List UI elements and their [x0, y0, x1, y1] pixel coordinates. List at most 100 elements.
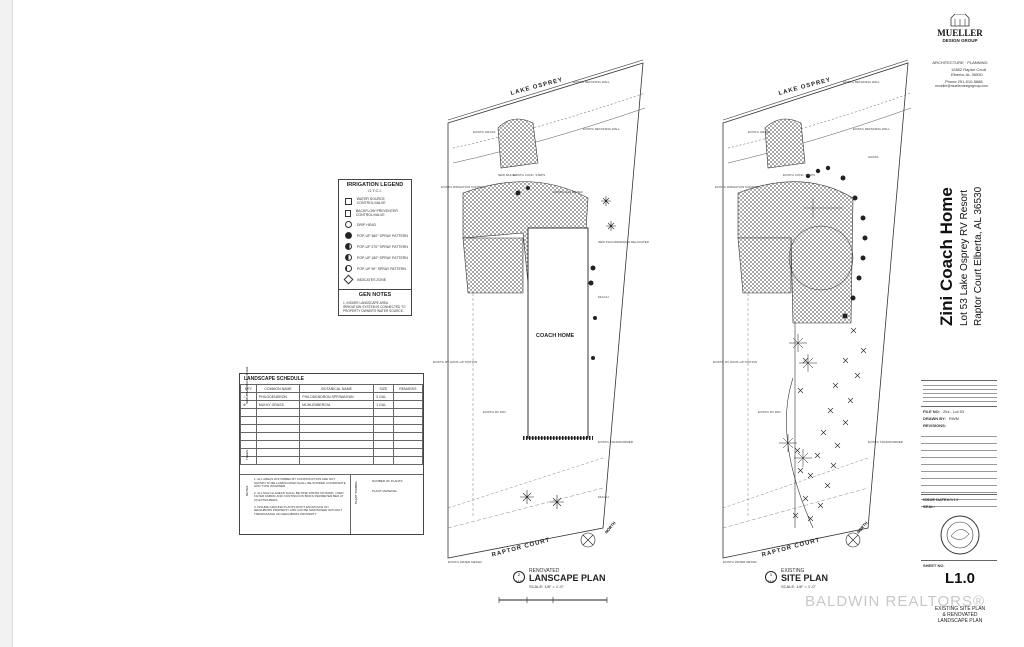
firm-tagline: ARCHITECTURE · PLANNING [932, 60, 988, 65]
divider [921, 406, 997, 407]
sheet-description: EXISTING SITE PLAN & RENOVATED LANDSCAPE… [921, 606, 999, 624]
circle-icon [345, 221, 352, 228]
firm-phone: Phone 251-510-5688 [945, 79, 983, 84]
file-no-value: Zini - Lot 53 [943, 409, 965, 414]
disclaimer-text [923, 383, 997, 402]
legend-row: POP-UP 270° SPRAY PATTERN [345, 243, 411, 250]
sheet-desc-2: & RENOVATED [942, 612, 978, 618]
legend-row: POP-UP 360° SPRAY PATTERN [345, 232, 411, 239]
sheet-no-label: SHEET NO. [923, 563, 945, 568]
firm-address-1: 12852 Raptor Court [951, 67, 987, 72]
left-plan-heading-1: RENOVATED [529, 568, 560, 574]
right-plan-heading-2: SITE PLAN [781, 573, 829, 583]
schedule-note: 2. ALL MULCH AREAS SHALL BE PINE STRAW O… [254, 490, 344, 502]
svg-text:EXISTG WATER METER: EXISTG WATER METER [723, 560, 758, 564]
revision-lines [921, 430, 997, 507]
schedule-header: COMMON NAME [255, 384, 301, 393]
issue-date-label: ISSUE DATE: [923, 497, 949, 502]
drawn-by-label: DRAWN BY: [923, 416, 946, 421]
irrigation-legend-title: IRRIGATION LEGEND [346, 182, 404, 188]
firm-address-2: Elberta, AL 36530 [951, 72, 983, 77]
firm-name-line-2: DESIGN GROUP [942, 38, 978, 43]
svg-text:EXISTG RETAINING WALL: EXISTG RETAINING WALL [573, 80, 610, 84]
architect-seal-icon [940, 515, 980, 555]
svg-text:EXISTG WATER METER: EXISTG WATER METER [448, 560, 483, 564]
divider [921, 380, 997, 381]
svg-text:EXISTG GRASS: EXISTG GRASS [748, 130, 770, 134]
seal-label: SEAL: [923, 504, 935, 509]
file-no-label: FILE NO: [923, 409, 941, 414]
sheet-number: L1.0 [944, 570, 975, 587]
left-plan-heading-2: LANSCAPE PLAN [529, 573, 606, 583]
svg-text:NEW MULCH: NEW MULCH [498, 173, 517, 177]
spray-270-icon [345, 243, 352, 250]
coach-home-label: COACH HOME [536, 333, 575, 339]
svg-text:EXISTG CONC. STEPS: EXISTG CONC. STEPS [513, 173, 545, 177]
gen-notes-title: GEN NOTES [339, 289, 411, 298]
existing-site-plan-drawing: EXISTG RETAINING WALL EXISTG RETAINING W… [713, 59, 912, 564]
notes-side-label: NOTES [245, 485, 249, 496]
left-plan-scale: SCALE: 1/8" = 1'-0" [529, 584, 564, 589]
shrubs-side-label: SHRUBS/GROUNDCOVER [245, 366, 249, 404]
square-icon [345, 197, 352, 205]
schedule-notes: 1. ALL AREAS DISTURBED BY CONSTRUCTION A… [254, 477, 346, 516]
drawing-sheet: EXISTG RETAINING WALL EXISTG RETAINING W… [12, 0, 1024, 647]
svg-text:EXISTG TRANSFORMER: EXISTG TRANSFORMER [868, 440, 904, 444]
svg-text:EXISTG TRANSFORMER: EXISTG TRANSFORMER [598, 440, 634, 444]
svg-text:EXISTG RV PAD: EXISTG RV PAD [483, 410, 507, 414]
plant-material-note: PLANT MATERIAL [372, 489, 398, 493]
svg-text:EXISTG RETAINING WALL: EXISTG RETAINING WALL [583, 127, 620, 131]
irrigation-legend: IRRIGATION LEGEND O.T.C.I. WATER SOURCE … [338, 179, 412, 316]
project-line-1: Lot 53 Lake Osprey RV Resort [959, 190, 970, 326]
notes-divider [240, 474, 423, 475]
revisions-label: REVISIONS: [923, 423, 947, 428]
svg-text:NEW PHILODENDRON RELOCATED: NEW PHILODENDRON RELOCATED [598, 240, 650, 244]
svg-text:EXISTG IRRIGATION CONTROL: EXISTG IRRIGATION CONTROL [715, 185, 760, 189]
legend-row: DRIP HEAD [345, 221, 411, 228]
svg-text:MULCH: MULCH [598, 495, 609, 499]
landscape-schedule-title: LANDSCAPE SCHEDULE [244, 376, 305, 382]
right-plan-scale: SCALE: 1/8" = 1'-0" [781, 584, 816, 589]
project-title: Zini Coach Home [937, 187, 956, 326]
spray-90-icon [345, 265, 352, 272]
watermark: BALDWIN REALTORS® [805, 593, 986, 610]
legend-row: POP-UP 180° SPRAY PATTERN [345, 254, 411, 261]
number-of-plants-note: NUMBER OF PLANTS [372, 479, 403, 483]
right-plan-heading-1: EXISTING [781, 568, 805, 574]
firm-logo-icon [950, 14, 970, 27]
svg-text:EXISTG GAS METER: EXISTG GAS METER [553, 190, 583, 194]
legend-row: INDICATES ZONE [343, 274, 411, 285]
schedule-note: 1. ALL AREAS DISTURBED BY CONSTRUCTION A… [254, 477, 346, 489]
project-line-2: Raptor Court Elberta, AL 36530 [973, 186, 984, 326]
svg-text:EXISTG GRASS: EXISTG GRASS [473, 130, 495, 134]
divider [921, 560, 997, 561]
trees-side-label: TREES [245, 449, 249, 460]
sheet-desc-1: EXISTING SITE PLAN [934, 606, 986, 612]
svg-text:GRASS: GRASS [868, 155, 879, 159]
legend-row: WATER SOURCE CONTROL/VALVE [345, 197, 411, 205]
firm-email: rmueller@muellerdesigngroup.com [935, 84, 988, 88]
zone-icon [343, 274, 354, 285]
schedule-header: SIZE [373, 384, 394, 393]
svg-text:EXISTG CONC. STEPS: EXISTG CONC. STEPS [783, 173, 815, 177]
symbol-divider [350, 474, 351, 534]
legend-row: POP-UP 90° SPRAY PATTERN [345, 265, 411, 272]
spray-360-icon [345, 232, 352, 239]
svg-text:EXISTG RV PAD: EXISTG RV PAD [758, 410, 782, 414]
divider [921, 494, 997, 495]
svg-text:EXISTG RETAINING WALL: EXISTG RETAINING WALL [843, 80, 880, 84]
sheet-desc-3: LANDSCAPE PLAN [937, 618, 983, 624]
legend-row: BACKFLOW PREVENTER CONTROL/VALVE [345, 209, 411, 217]
schedule-table: KEY COMMON NAME BOTANICAL NAME SIZE REMA… [240, 384, 424, 465]
gen-notes-text: 1. INSURE LANDSCAPE AREA IRRIGATION SYST… [343, 301, 406, 313]
svg-text:EXISTG IRRIGATION CONTROL: EXISTG IRRIGATION CONTROL [441, 185, 486, 189]
svg-text:EXISTG RV HOOK-UP STATION: EXISTG RV HOOK-UP STATION [433, 360, 477, 364]
title-block: MUELLER DESIGN GROUP ARCHITECTURE · PLAN… [921, 8, 999, 638]
drawn-by-value: RWM [949, 416, 959, 421]
square-icon [345, 209, 351, 217]
spray-180-icon [345, 254, 352, 261]
